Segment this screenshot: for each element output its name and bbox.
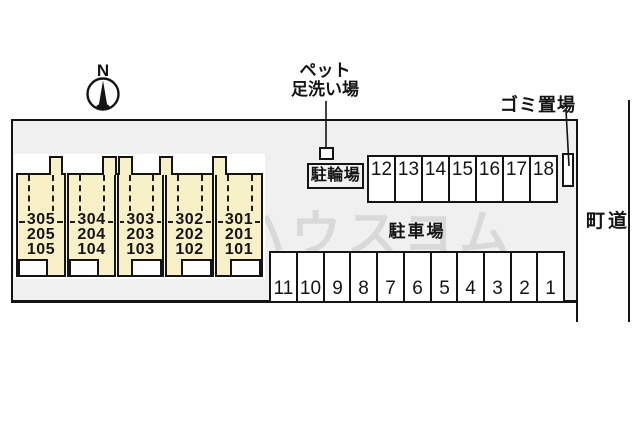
parking-space-number: 13 (397, 159, 420, 180)
balcony-dashed-line (227, 175, 229, 222)
road-edge-line (576, 302, 578, 322)
parking-space-number: 18 (532, 159, 555, 180)
building-unit: 303 203 103 (117, 173, 164, 277)
parking-space: 9 (323, 251, 352, 303)
unit-entrance-notch (131, 259, 162, 277)
parking-space-number: 11 (273, 278, 294, 299)
balcony-dashed-line (129, 175, 131, 222)
unit-entrance-notch (18, 259, 48, 277)
stair-tab (159, 156, 173, 175)
parking-space-number: 3 (492, 278, 503, 299)
road-outer-line (628, 100, 630, 322)
parking-space: 13 (394, 155, 423, 203)
north-compass: N (86, 61, 120, 111)
unit-entrance-notch (181, 259, 212, 277)
parking-space: 10 (296, 251, 325, 303)
unit-label: 303 203 103 (124, 211, 157, 258)
parking-space: 15 (448, 155, 477, 203)
compass-circle (86, 77, 120, 111)
building-unit: 302 202 102 (165, 173, 214, 277)
balcony-dashed-line (28, 175, 30, 222)
parking-space: 2 (510, 251, 539, 303)
unit-label: 304 204 104 (75, 211, 108, 258)
parking-space-number: 17 (505, 159, 528, 180)
balcony-dashed-line (103, 175, 105, 222)
parking-space-number: 4 (465, 278, 476, 299)
unit-entrance-notch (230, 259, 261, 277)
parking-space-number: 16 (478, 159, 501, 180)
car-parking-label: 駐車場 (388, 222, 446, 241)
unit-label: 301 201 101 (222, 211, 256, 258)
parking-space-number: 12 (370, 159, 393, 180)
balcony-dashed-line (177, 175, 179, 222)
pet-wash-station (319, 147, 334, 160)
parking-space-number: 8 (358, 278, 369, 299)
stair-tab (102, 156, 117, 175)
compass-n-label: N (97, 61, 109, 80)
parking-space-number: 7 (385, 278, 396, 299)
stair-tab (49, 156, 63, 175)
parking-space: 18 (529, 155, 558, 203)
parking-space-number: 14 (424, 159, 447, 180)
stair-tab (118, 156, 133, 175)
parking-space: 7 (376, 251, 405, 303)
parking-space: 14 (421, 155, 450, 203)
bicycle-parking-box: 駐輪場 (307, 163, 364, 189)
parking-space: 16 (475, 155, 504, 203)
parking-space-number: 1 (545, 278, 556, 299)
parking-space: 8 (349, 251, 378, 303)
parking-space-number: 5 (439, 278, 450, 299)
parking-space: 17 (502, 155, 531, 203)
parking-space: 6 (403, 251, 432, 303)
parking-space-number: 2 (519, 278, 530, 299)
unit-label: 305 205 105 (24, 211, 58, 258)
parking-space: 1 (536, 251, 565, 303)
balcony-dashed-line (201, 175, 203, 222)
compass-base-icon (96, 103, 110, 110)
stair-tab (212, 156, 227, 175)
parking-space-number: 15 (451, 159, 474, 180)
parking-space: 3 (483, 251, 512, 303)
balcony-dashed-line (152, 175, 154, 222)
pet-wash-label: ペット 足洗い場 (291, 61, 359, 99)
garbage-box (562, 153, 574, 187)
compass-needle-icon (98, 80, 108, 107)
parking-space-number: 9 (332, 278, 343, 299)
building-unit: 305 205 105 (16, 173, 66, 277)
garbage-area-label: ゴミ置場 (500, 95, 576, 115)
parking-space: 5 (430, 251, 459, 303)
town-road-label: 町道 (586, 211, 631, 232)
parking-space: 4 (456, 251, 485, 303)
balcony-dashed-line (52, 175, 54, 222)
balcony-dashed-line (251, 175, 253, 222)
balcony-dashed-line (79, 175, 81, 222)
parking-space-number: 6 (412, 278, 423, 299)
parking-space-number: 10 (299, 278, 322, 299)
unit-entrance-notch (69, 259, 99, 277)
building-unit: 301 201 101 (215, 173, 263, 277)
building-unit: 304 204 104 (67, 173, 116, 277)
unit-label: 302 202 102 (173, 211, 206, 258)
parking-space: 11 (269, 251, 298, 303)
parking-space: 12 (367, 155, 396, 203)
